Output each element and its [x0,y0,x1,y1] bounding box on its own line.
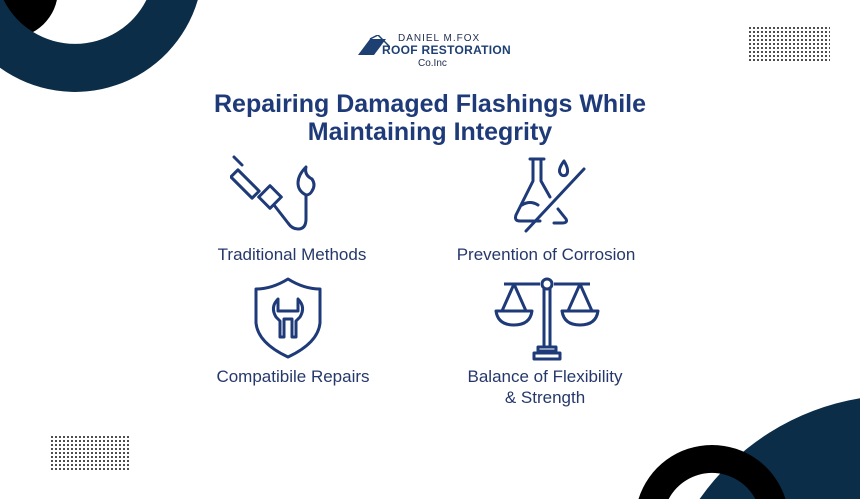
logo-line-3: Co.Inc [418,58,447,69]
roof-logo-icon [358,35,390,55]
dot-pattern-bottom-left [50,435,130,471]
label-balance-line-2: & Strength [504,388,586,407]
label-compatibile-repairs: Compatibile Repairs [216,367,370,386]
label-traditional-methods: Traditional Methods [217,245,367,264]
soldering-iron-icon [230,155,316,231]
logo-line-1: DANIEL M.FOX [398,33,481,44]
balance-scale-icon [494,277,600,361]
label-prevention-of-corrosion: Prevention of Corrosion [456,245,636,264]
no-chemical-flask-icon [514,157,586,233]
label-balance-line-1: Balance of Flexibility [467,367,623,386]
page-title-line-1: Repairing Damaged Flashings While [213,90,647,118]
company-logo: DANIEL M.FOX ROOF RESTORATION Co.Inc [356,33,516,73]
page-title-line-2: Maintaining Integrity [307,118,553,146]
dot-pattern-top-right [748,26,830,62]
shield-wrench-icon [254,277,322,359]
top-left-navy-ring [0,0,198,92]
bottom-right-black-ring [638,444,786,499]
logo-line-2: ROOF RESTORATION [382,43,512,57]
